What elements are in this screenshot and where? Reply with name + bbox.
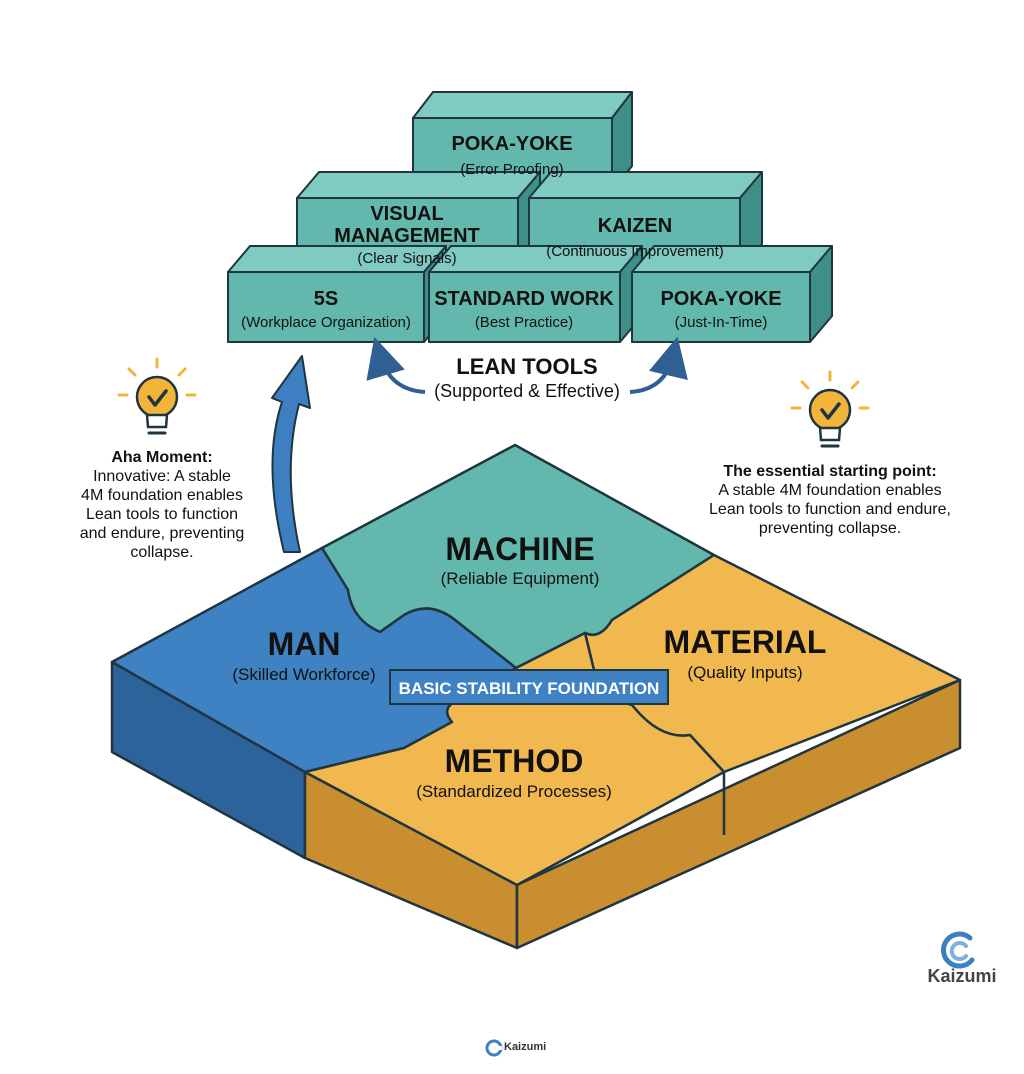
block-2-subtitle: (Continuous Improvement) [546,243,724,260]
block-1-title-line2: MANAGEMENT [334,225,480,247]
note-right-line: preventing collapse. [758,520,902,537]
curved-arrow-left [366,336,426,394]
block-4-title: STANDARD WORK [434,288,614,310]
method-subtitle: (Standardized Processes) [416,782,612,801]
lean-tools-title: LEAN TOOLS [456,354,597,379]
block-1-subtitle: (Clear Signals) [357,250,456,267]
note-left-title: Aha Moment: [111,449,213,466]
man-subtitle: (Skilled Workforce) [232,665,375,684]
block-poka-yoke-jit [631,245,833,343]
block-3-title: 5S [314,288,338,310]
block-5-subtitle: (Just-In-Time) [675,314,768,331]
lean-tools-subtitle: (Supported & Effective) [434,381,620,401]
platform-front-right [515,678,962,950]
note-left-line: Innovative: A stable [93,468,231,485]
note-left-line: collapse. [130,544,194,561]
method-title: METHOD [445,743,584,779]
note-left-line: and endure, preventing [79,525,245,542]
block-standard-work [428,245,643,343]
big-up-arrow [271,355,311,553]
man-title: MAN [268,626,341,662]
kaizumi-logo-icon [940,931,975,969]
foundation-banner [389,669,669,705]
machine-title: MACHINE [445,531,594,567]
footer-logo-icon [485,1039,503,1057]
block-5-title: POKA-YOKE [660,288,781,310]
note-left-line: 4M foundation enables [81,487,243,504]
material-subtitle: (Quality Inputs) [687,663,802,682]
note-aha-moment: Aha Moment: Innovative: A stable 4M foun… [62,448,262,562]
block-4-subtitle: (Best Practice) [475,314,573,331]
block-3-subtitle: (Workplace Organization) [241,314,411,331]
foundation-platform [110,443,962,950]
brand-name: Kaizumi [927,966,997,986]
note-starting-point: The essential starting point: A stable 4… [680,462,980,538]
note-right-line: Lean tools to function and endure, [709,501,951,518]
lightbulb-check-icon [790,370,870,448]
footer-brand: Kaizumi [504,1041,547,1053]
note-right-line: A stable 4M foundation enables [718,482,942,499]
block-1-title: VISUAL [370,203,443,225]
note-left-line: Lean tools to function [85,506,239,523]
block-2-title: KAIZEN [598,215,672,237]
material-title: MATERIAL [664,624,827,660]
note-right-title: The essential starting point: [723,463,937,480]
lightbulb-check-icon [117,357,197,435]
curved-arrow-right [629,336,688,394]
block-0-title: POKA-YOKE [451,133,572,155]
block-0-subtitle: (Error Proofing) [460,161,563,178]
machine-subtitle: (Reliable Equipment) [441,569,600,588]
foundation-banner-label: BASIC STABILITY FOUNDATION [399,679,660,698]
